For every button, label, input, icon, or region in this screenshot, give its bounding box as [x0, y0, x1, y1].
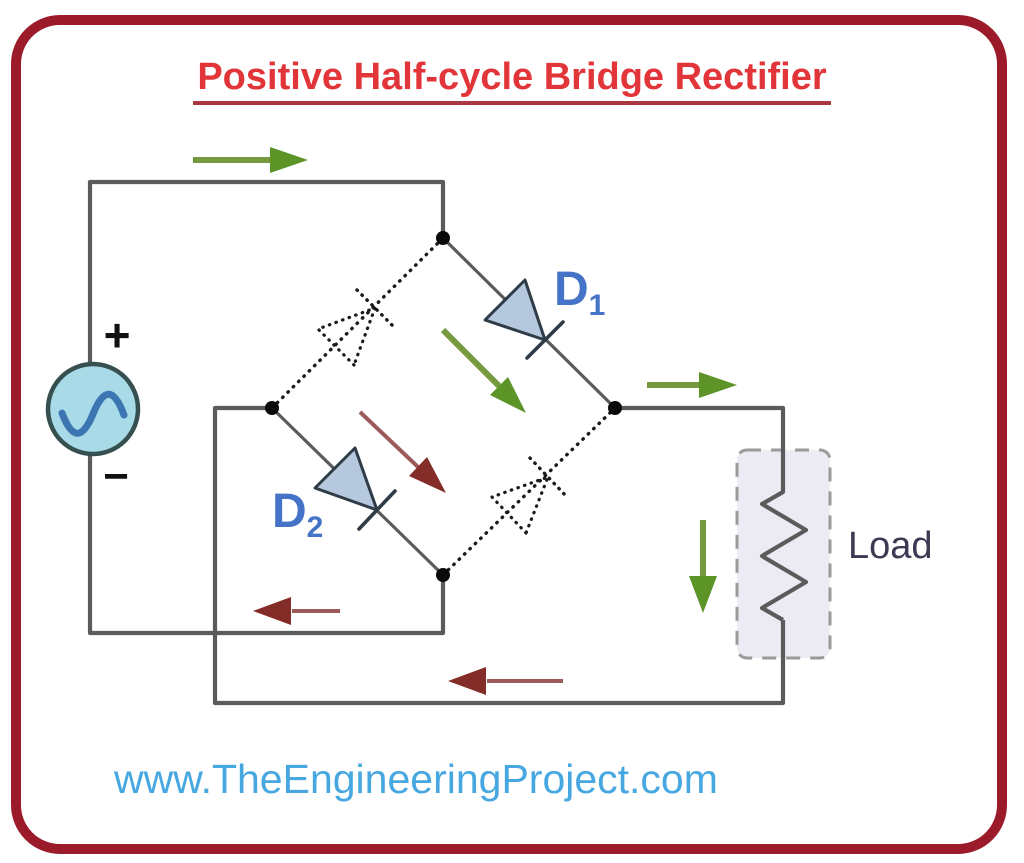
green-arrow-top-icon: [193, 147, 308, 173]
green-arrow-right-icon: [647, 372, 737, 398]
node-left: [265, 401, 279, 415]
diode-d2-icon: [313, 446, 397, 531]
load-label: Load: [848, 525, 933, 567]
red-arrow-left-icon: [253, 597, 340, 625]
title-text: Positive Half-cycle Bridge Rectifier: [193, 56, 831, 105]
minus-label: −: [103, 452, 129, 501]
green-arrow-bridge-icon: [440, 327, 526, 413]
node-right: [608, 401, 622, 415]
green-arrow-load-down-icon: [689, 520, 717, 613]
d2-letter: D: [272, 485, 307, 538]
red-arrow-bridge-icon: [358, 410, 446, 493]
branch-dotted-top-left: [270, 236, 445, 410]
ac-source: [45, 361, 141, 457]
red-arrow-bottom-icon: [448, 667, 563, 695]
diode-dotted-top-left-icon: [316, 288, 395, 367]
d1-subscript: 1: [588, 289, 606, 322]
website-label: www.TheEngineeringProject.com: [114, 756, 718, 802]
page-title: Positive Half-cycle Bridge Rectifier: [0, 56, 1024, 105]
wire-load-and-resistor: [615, 405, 809, 622]
wire-bottom-return: [212, 405, 786, 706]
diode-d1-label: D1: [554, 263, 605, 321]
d2-subscript: 2: [306, 511, 324, 544]
diode-dotted-bottom-right-icon: [490, 456, 568, 535]
diode-d2-label: D2: [272, 485, 323, 543]
branch-dotted-bottom-right: [441, 406, 617, 577]
sine-wave-icon: [58, 390, 128, 437]
border-frame: [11, 15, 1007, 854]
d1-letter: D: [554, 263, 589, 316]
node-bottom: [436, 568, 450, 582]
diode-d1-icon: [483, 278, 565, 360]
node-top: [436, 231, 450, 245]
plus-label: +: [104, 309, 131, 361]
